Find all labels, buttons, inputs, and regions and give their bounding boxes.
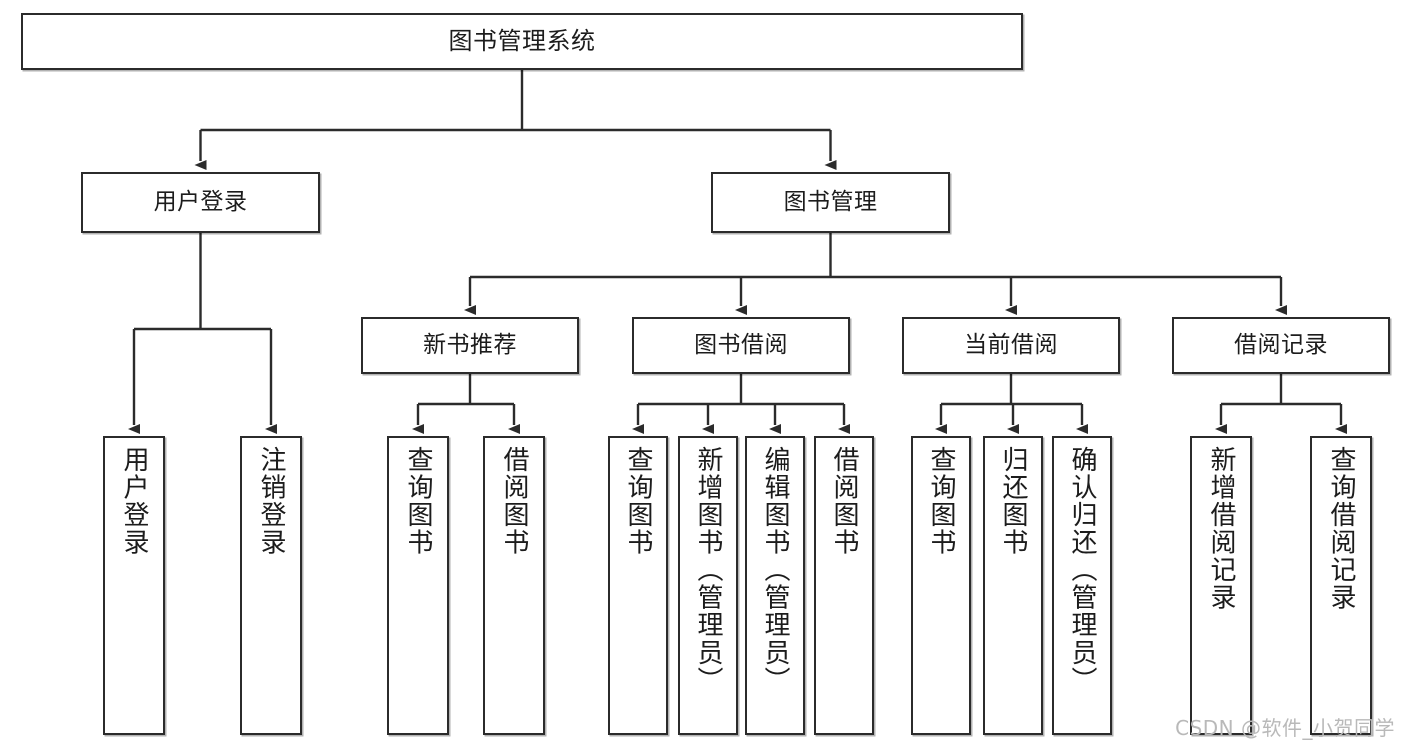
node-label: 借阅图书 bbox=[499, 446, 529, 557]
node-label: 编辑图书（管理员） bbox=[760, 446, 790, 695]
node-leaf_b0[interactable]: 查询图书 bbox=[387, 436, 449, 735]
node-root[interactable]: 图书管理系统 bbox=[21, 13, 1023, 70]
node-label: 当前借阅 bbox=[964, 331, 1058, 358]
node-label: 新增借阅记录 bbox=[1206, 446, 1236, 612]
node-label: 查询图书 bbox=[403, 446, 433, 557]
node-leaf_b1[interactable]: 借阅图书 bbox=[483, 436, 545, 735]
node-label: 用户登录 bbox=[153, 188, 248, 215]
node-l1_0[interactable]: 用户登录 bbox=[81, 172, 320, 233]
node-leaf_a1[interactable]: 注销登录 bbox=[240, 436, 302, 735]
node-label: 图书管理 bbox=[783, 188, 878, 215]
node-l1_1[interactable]: 图书管理 bbox=[711, 172, 950, 233]
node-leaf_a0[interactable]: 用户登录 bbox=[103, 436, 165, 735]
node-leaf_d2[interactable]: 确认归还（管理员） bbox=[1052, 436, 1112, 735]
node-leaf_e0[interactable]: 新增借阅记录 bbox=[1190, 436, 1252, 735]
node-label: 图书管理系统 bbox=[448, 27, 596, 56]
node-leaf_c1[interactable]: 新增图书（管理员） bbox=[678, 436, 738, 735]
node-label: 确认归还（管理员） bbox=[1067, 446, 1097, 695]
node-label: 查询图书 bbox=[926, 446, 956, 557]
node-label: 查询图书 bbox=[623, 446, 653, 557]
node-l2_1[interactable]: 图书借阅 bbox=[632, 317, 850, 374]
node-label: 借阅记录 bbox=[1234, 331, 1328, 358]
node-leaf_c3[interactable]: 借阅图书 bbox=[814, 436, 874, 735]
node-leaf_c0[interactable]: 查询图书 bbox=[608, 436, 668, 735]
node-l2_0[interactable]: 新书推荐 bbox=[361, 317, 579, 374]
node-l2_3[interactable]: 借阅记录 bbox=[1172, 317, 1390, 374]
node-label: 借阅图书 bbox=[829, 446, 859, 557]
node-leaf_d0[interactable]: 查询图书 bbox=[911, 436, 971, 735]
node-label: 用户登录 bbox=[119, 446, 149, 557]
node-label: 注销登录 bbox=[256, 446, 286, 557]
node-label: 图书借阅 bbox=[694, 331, 788, 358]
node-label: 归还图书 bbox=[998, 446, 1028, 557]
node-leaf_c2[interactable]: 编辑图书（管理员） bbox=[745, 436, 805, 735]
node-leaf_d1[interactable]: 归还图书 bbox=[983, 436, 1043, 735]
edge-group bbox=[128, 70, 1347, 434]
node-label: 新书推荐 bbox=[423, 331, 517, 358]
node-leaf_e1[interactable]: 查询借阅记录 bbox=[1310, 436, 1372, 735]
node-label: 新增图书（管理员） bbox=[693, 446, 723, 695]
node-l2_2[interactable]: 当前借阅 bbox=[902, 317, 1120, 374]
node-label: 查询借阅记录 bbox=[1326, 446, 1356, 612]
